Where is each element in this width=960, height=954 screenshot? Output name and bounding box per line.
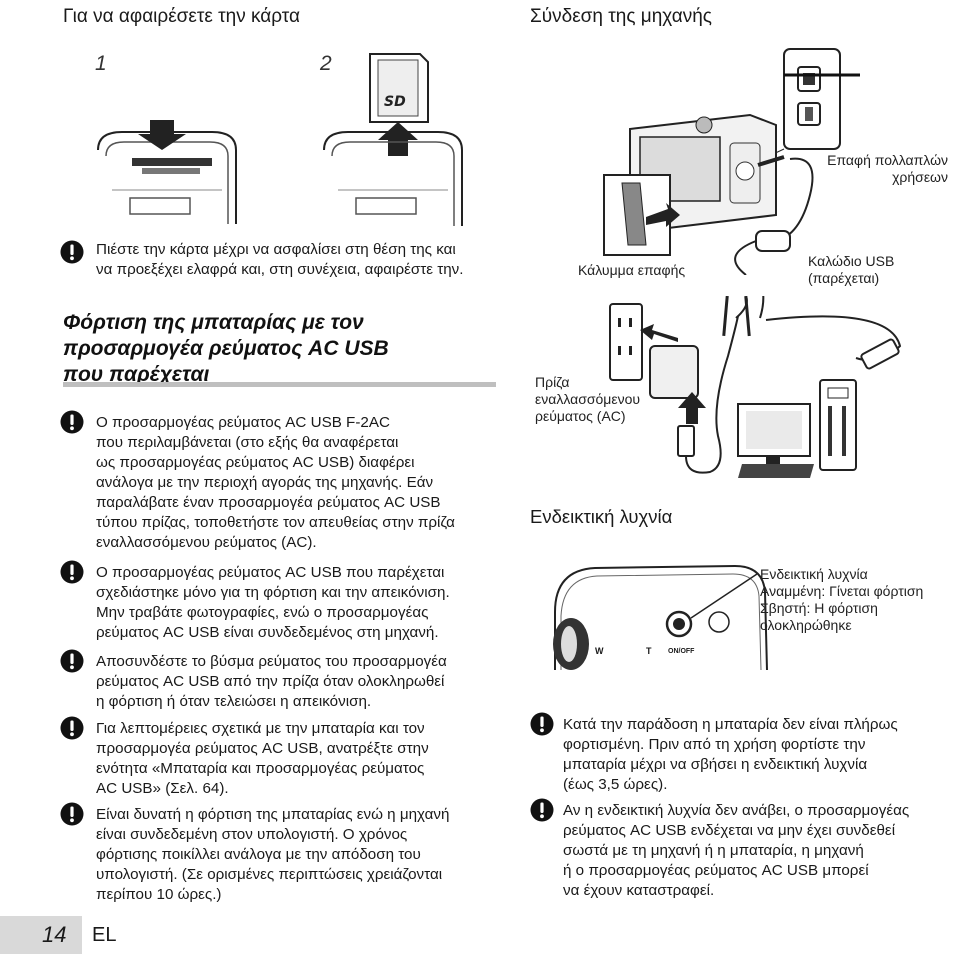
page-number: 14 xyxy=(42,922,67,947)
charge-section-title: Φόρτιση της μπαταρίας με τον προσαρμογέα… xyxy=(63,311,389,386)
caution-icon xyxy=(60,410,84,434)
charging-setup-illustration xyxy=(609,296,902,478)
note-adapter-usage: Ο προσαρμογέας ρεύματος AC USB που παρέχ… xyxy=(96,564,450,641)
step-1-label: 1 xyxy=(95,52,107,75)
caution-icon xyxy=(60,240,84,264)
caution-icon xyxy=(60,649,84,673)
caution-icon xyxy=(60,716,84,740)
note-unplug: Αποσυνδέστε το βύσμα ρεύματος του προσαρ… xyxy=(96,653,447,710)
section-rule xyxy=(63,382,496,387)
card-remove-illustration: SD xyxy=(323,53,463,226)
card-section-title: Για να αφαιρέσετε την κάρτα xyxy=(63,6,300,27)
camera-connection-illustration xyxy=(603,48,860,275)
zoom-w-label: W xyxy=(595,646,604,656)
usb-cable-label: Καλώδιο USB (παρέχεται) xyxy=(808,253,895,286)
connect-section-title: Σύνδεση της μηχανής xyxy=(530,6,712,27)
page-number-box xyxy=(0,916,82,954)
ac-outlet-label: Πρίζα εναλλασσόμενου ρεύματος (AC) xyxy=(535,374,641,424)
caution-icon xyxy=(60,802,84,826)
note-reference: Για λεπτομέρειες σχετικά με την μπαταρία… xyxy=(96,720,429,797)
caution-icon xyxy=(530,798,554,822)
terminal-cover-label: Κάλυμμα επαφής xyxy=(578,262,686,278)
note-pc-charging: Είναι δυνατή η φόρτιση της μπαταρίας ενώ… xyxy=(96,806,450,903)
page-language: EL xyxy=(92,924,117,946)
caution-icon xyxy=(530,712,554,736)
note-initial-charge: Κατά την παράδοση η μπαταρία δεν είναι π… xyxy=(563,716,898,793)
svg-text:SD: SD xyxy=(384,94,406,110)
note-lamp-not-lit: Αν η ενδεικτική λυχνία δεν ανάβει, ο προ… xyxy=(563,802,910,899)
indicator-section-title: Ενδεικτική λυχνία xyxy=(530,506,673,527)
on-off-label: ON/OFF xyxy=(668,648,695,655)
card-push-illustration xyxy=(97,120,237,224)
multi-connector-label: Επαφή πολλαπλών χρήσεων xyxy=(827,152,948,185)
indicator-lamp-illustration xyxy=(553,564,768,670)
indicator-legend: Ενδεικτική λυχνία Αναμμένη: Γίνεται φόρτ… xyxy=(760,566,924,633)
card-note: Πιέστε την κάρτα μέχρι να ασφαλίσει στη … xyxy=(96,241,464,278)
caution-icon xyxy=(60,560,84,584)
step-2-label: 2 xyxy=(320,52,332,75)
zoom-t-label: T xyxy=(646,646,652,656)
